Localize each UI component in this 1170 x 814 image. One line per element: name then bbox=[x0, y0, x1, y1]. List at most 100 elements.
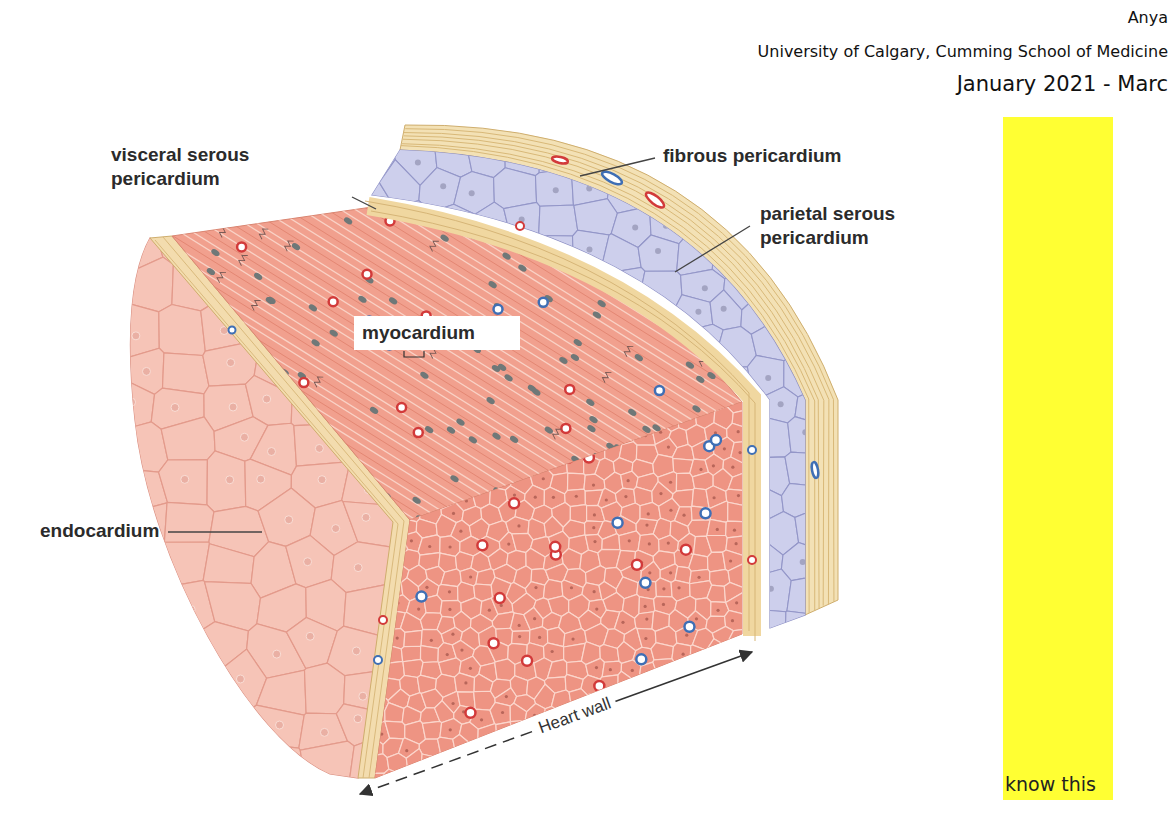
cell-nucleus bbox=[682, 759, 685, 762]
myocardium-cells bbox=[369, 395, 750, 785]
cell-nucleus bbox=[796, 375, 802, 381]
cell bbox=[120, 348, 164, 394]
cell-nucleus bbox=[704, 764, 707, 767]
cell-nucleus bbox=[501, 711, 504, 714]
cell bbox=[602, 721, 622, 738]
capillary bbox=[522, 656, 532, 666]
cell bbox=[161, 417, 215, 460]
cell-nucleus bbox=[267, 448, 275, 456]
cell bbox=[370, 642, 387, 658]
cell-nucleus bbox=[665, 700, 668, 703]
capillary bbox=[646, 268, 655, 277]
cell bbox=[379, 160, 420, 205]
cell-nucleus bbox=[659, 492, 662, 495]
cell bbox=[637, 720, 658, 740]
cell-nucleus bbox=[707, 256, 718, 266]
intercalated-disc bbox=[250, 298, 261, 311]
cell-nucleus bbox=[241, 408, 252, 418]
cell bbox=[403, 395, 421, 411]
cell-nucleus bbox=[644, 421, 647, 424]
cell bbox=[406, 749, 422, 771]
cell bbox=[377, 110, 420, 148]
cell-nucleus bbox=[354, 715, 362, 723]
cell bbox=[695, 753, 715, 774]
cell-nucleus bbox=[409, 511, 412, 514]
cell-nucleus bbox=[847, 648, 853, 654]
cell-nucleus bbox=[462, 436, 465, 439]
cell-nucleus bbox=[641, 425, 652, 435]
intercalated-disc bbox=[551, 427, 562, 440]
cell bbox=[300, 741, 354, 785]
myocardium-fibers bbox=[0, 0, 1057, 814]
cell-nucleus bbox=[455, 417, 466, 427]
cell bbox=[784, 263, 826, 300]
muscle-fiber bbox=[0, 352, 724, 814]
cell bbox=[562, 769, 580, 785]
cell bbox=[606, 411, 624, 431]
muscle-fiber bbox=[69, 0, 951, 541]
cell-nucleus bbox=[573, 760, 576, 763]
cell bbox=[490, 426, 506, 446]
cell-nucleus bbox=[645, 617, 648, 620]
cell bbox=[784, 297, 824, 333]
cell-nucleus bbox=[137, 599, 145, 607]
cell-nucleus bbox=[451, 702, 454, 705]
cell-nucleus bbox=[226, 476, 234, 484]
cell bbox=[535, 169, 573, 206]
cell-nucleus bbox=[656, 270, 667, 280]
capillary bbox=[701, 676, 711, 686]
cell-nucleus bbox=[847, 161, 853, 167]
cell-nucleus bbox=[503, 417, 506, 420]
cell bbox=[596, 110, 642, 153]
capillary bbox=[632, 560, 642, 570]
muscle-fiber bbox=[0, 233, 799, 784]
cell bbox=[671, 663, 695, 680]
cell bbox=[370, 472, 392, 492]
cell-nucleus bbox=[592, 310, 603, 320]
node-text: know this bbox=[1005, 773, 1096, 795]
cell-nucleus bbox=[513, 493, 516, 496]
capillary bbox=[329, 297, 338, 306]
cell-nucleus bbox=[360, 124, 366, 130]
cell bbox=[670, 707, 690, 726]
cell-nucleus bbox=[487, 280, 498, 290]
cell bbox=[587, 409, 608, 430]
cell bbox=[405, 440, 428, 463]
cell-nucleus bbox=[662, 603, 665, 606]
cell bbox=[706, 639, 725, 662]
muscle-fiber bbox=[128, 0, 1010, 446]
cell bbox=[478, 750, 498, 772]
cell bbox=[213, 734, 261, 785]
cell-nucleus bbox=[480, 150, 486, 156]
cell bbox=[670, 738, 688, 757]
cell bbox=[690, 645, 708, 667]
cell-nucleus bbox=[553, 187, 559, 193]
header-text: University of Calgary, Cumming School of… bbox=[758, 42, 1168, 62]
cell-nucleus bbox=[697, 576, 700, 579]
cell bbox=[674, 692, 694, 712]
cell-nucleus bbox=[410, 539, 413, 542]
cell-nucleus bbox=[509, 132, 515, 138]
cell-nucleus bbox=[712, 496, 715, 499]
cell-nucleus bbox=[181, 475, 189, 483]
cell-nucleus bbox=[586, 247, 592, 253]
cell-nucleus bbox=[716, 609, 719, 612]
muscle-fiber bbox=[0, 310, 750, 814]
cell-nucleus bbox=[449, 728, 452, 731]
cell bbox=[490, 458, 508, 478]
capillary bbox=[643, 258, 652, 267]
cell bbox=[494, 168, 537, 209]
cell bbox=[494, 110, 534, 156]
blood-vessel bbox=[600, 169, 623, 186]
cell bbox=[526, 395, 548, 414]
intercalated-disc bbox=[215, 270, 226, 283]
muscle-fiber bbox=[0, 120, 870, 671]
cell bbox=[370, 502, 386, 520]
cell-nucleus bbox=[381, 542, 384, 545]
cell-nucleus bbox=[659, 431, 662, 434]
cell bbox=[496, 408, 514, 429]
cell-nucleus bbox=[187, 606, 195, 614]
dimension-label: Heart wall bbox=[531, 691, 619, 741]
blood-vessel bbox=[811, 462, 820, 479]
cell-nucleus bbox=[518, 624, 521, 627]
